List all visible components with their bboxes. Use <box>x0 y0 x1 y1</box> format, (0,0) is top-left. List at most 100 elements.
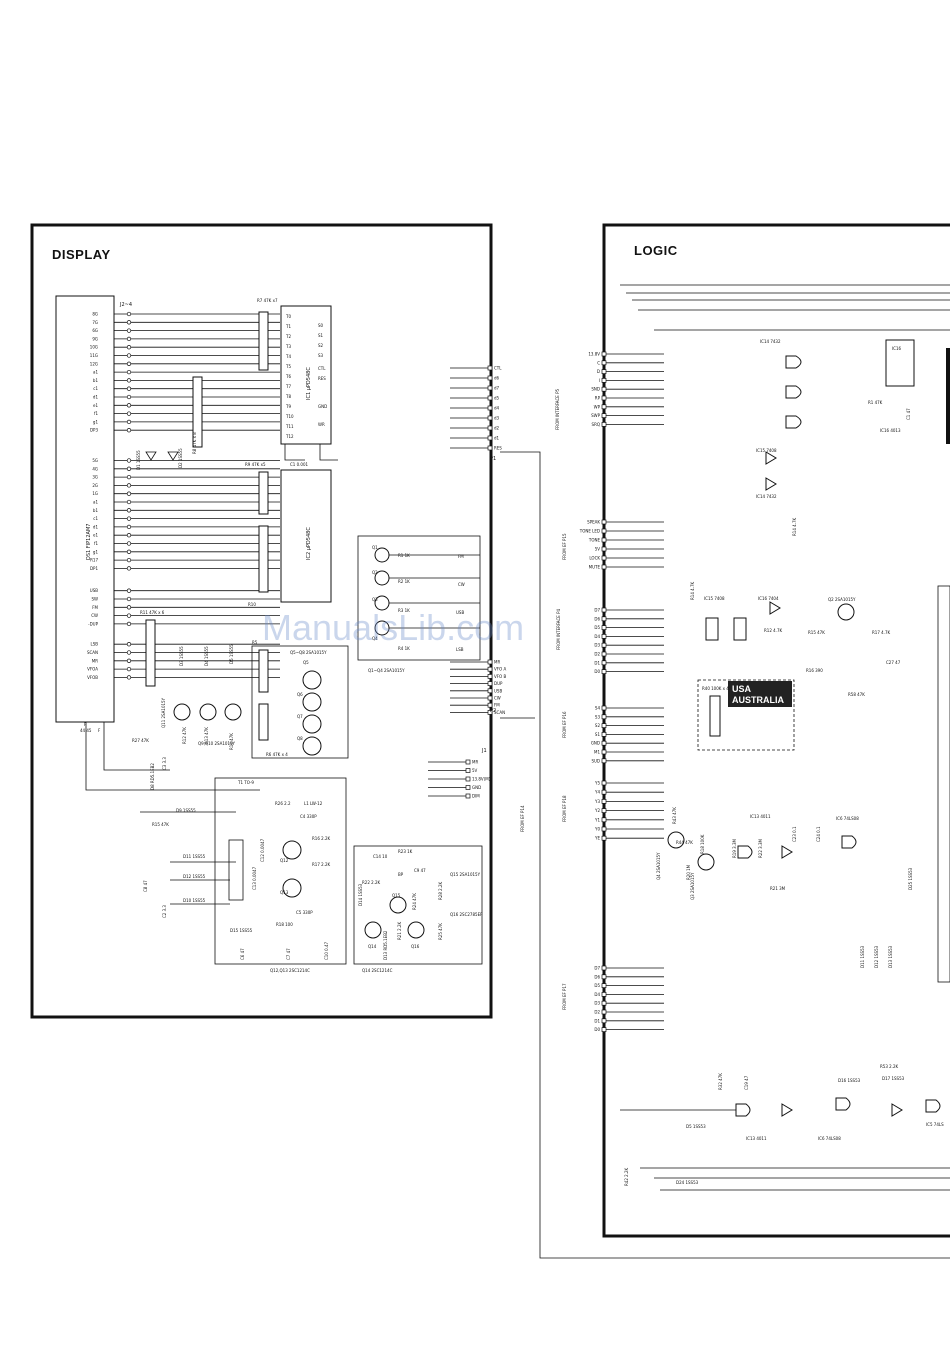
vfd-pin-label: DP1 <box>90 566 98 571</box>
svg-text:D25 1SS53: D25 1SS53 <box>908 867 913 890</box>
svg-text:BP: BP <box>398 872 404 877</box>
svg-text:S3: S3 <box>318 353 324 358</box>
connector-pin <box>601 564 607 570</box>
svg-text:D15 1SS55: D15 1SS55 <box>230 928 253 933</box>
vfd-pin-label: 3G <box>92 475 98 480</box>
connector-pin <box>601 723 607 728</box>
connector-pin-label: d1 <box>494 436 500 441</box>
connector-pin-label: TONE <box>588 538 601 543</box>
connector-pin <box>601 404 607 410</box>
q9-q11-drivers: Q11 2SA1015Y Q9,Q10 2SA1015Y R13 47K R14… <box>132 697 242 750</box>
resistor-array-r5: R5 <box>252 640 269 693</box>
vfd-pin-terminal <box>126 541 132 546</box>
connector-pin-label: DIM <box>472 794 480 799</box>
svg-text:C24 0.1: C24 0.1 <box>816 826 821 842</box>
dimmer-diodes: D9 1SS55 D11 1SS55 D12 1SS55 D10 1SS55 R… <box>140 757 236 918</box>
vfd-pin-label: USB <box>90 588 98 593</box>
svg-text:C14 10: C14 10 <box>373 854 388 859</box>
svg-text:S2: S2 <box>318 343 324 348</box>
connector-pin <box>601 758 607 764</box>
svg-text:Q14: Q14 <box>368 944 377 949</box>
svg-text:Q7: Q7 <box>297 714 303 719</box>
connector-pin <box>601 799 607 804</box>
connector-pin-label: FM <box>494 703 500 708</box>
svg-text:R21 2.2K: R21 2.2K <box>397 921 402 940</box>
vfd-pin-label: FM <box>92 605 98 610</box>
svg-text:Q2 2SA1015Y: Q2 2SA1015Y <box>828 597 856 602</box>
svg-text:FM: FM <box>458 554 464 559</box>
vfd-pin-terminal <box>126 658 132 663</box>
connector-pin <box>601 974 607 980</box>
connector-pin-label: S3 <box>595 714 601 719</box>
p1-label: P1 <box>490 456 496 462</box>
connector-pin <box>487 435 493 441</box>
vfd-pin-terminal <box>126 650 132 655</box>
svg-text:R21 3M: R21 3M <box>770 886 786 891</box>
connector-pin-label: M1 <box>594 750 600 755</box>
connector-pin-label: MR <box>472 760 478 765</box>
ic16-4013: IC16 IC16 4013 R1 47K C1 47 <box>868 339 950 444</box>
ic2-upd548c: IC2 μPD548C <box>280 469 332 603</box>
region-stamp: USA AUSTRALIA R40 100K x 4 <box>697 679 795 751</box>
connector-pin <box>601 642 607 648</box>
svg-text:S1: S1 <box>318 333 324 338</box>
connector-pin <box>601 625 607 630</box>
svg-text:C2 3.3: C2 3.3 <box>162 905 167 918</box>
connector-pin-label: D3 <box>594 1001 600 1006</box>
connector-pin <box>601 789 607 795</box>
svg-text:D3 1SS55: D3 1SS55 <box>179 646 184 666</box>
connector-pin <box>465 768 471 773</box>
vfd-pin-terminal <box>126 311 132 317</box>
connector-pin <box>487 425 493 431</box>
vfd-pin-label: SW <box>92 597 99 602</box>
ic14-or-gates: IC14 7432 IC15 7408 IC14 7432 <box>756 339 802 499</box>
svg-text:R3 1K: R3 1K <box>398 608 410 613</box>
connector-pin <box>487 688 493 694</box>
vfd-pin-label: 7G <box>92 320 98 325</box>
svg-text:R2 1K: R2 1K <box>398 579 410 584</box>
connector-pin-label: D4 <box>594 992 600 997</box>
svg-text:T1: T1 <box>285 324 291 329</box>
svg-text:Q6: Q6 <box>297 692 303 697</box>
vfd-pin-label: -DUP <box>88 621 98 626</box>
svg-text:R17 2.2K: R17 2.2K <box>312 862 331 867</box>
svg-text:FROM EF P15: FROM EF P15 <box>562 533 567 560</box>
svg-text:R17 4.7K: R17 4.7K <box>872 630 891 635</box>
vfd-pin-terminal <box>126 666 132 672</box>
connector-pin-label: VFO B <box>494 674 506 679</box>
svg-text:C13 0.0047: C13 0.0047 <box>252 866 257 890</box>
connector-pin-label: S4 <box>595 706 601 711</box>
svg-text:C8 47: C8 47 <box>143 880 148 892</box>
svg-text:R13 47K: R13 47K <box>204 727 209 744</box>
svg-text:R14 47K: R14 47K <box>229 733 234 750</box>
svg-text:C10 0.47: C10 0.47 <box>324 941 329 960</box>
svg-text:R53 2.2K: R53 2.2K <box>880 1064 899 1069</box>
connector-pin <box>601 780 607 786</box>
connector-pin-label: D6 <box>594 616 600 621</box>
vfd-pin-list: 8G7G6G9G10G11G12Ga1b1c1d1e1f1g1DP35G4G3G… <box>87 312 280 680</box>
vfd-pin-label: VFOA <box>87 667 98 672</box>
connector-pin <box>601 413 607 418</box>
svg-text:D8 RD5.1EB2: D8 RD5.1EB2 <box>150 763 155 790</box>
logic-title: LOGIC <box>634 243 678 258</box>
svg-text:C27 47: C27 47 <box>886 660 901 665</box>
svg-text:IC14 7432: IC14 7432 <box>756 494 777 499</box>
connector-pin-label: Y0 <box>594 827 600 832</box>
connector-pin-label: Y4 <box>594 790 600 795</box>
svg-text:IC16 4013: IC16 4013 <box>880 428 901 433</box>
vfd-pin-terminal <box>126 378 132 383</box>
connector-pin-label: d3 <box>494 416 500 421</box>
svg-text:Q4: Q4 <box>372 636 378 641</box>
svg-text:R25 47K: R25 47K <box>438 923 443 940</box>
svg-text:D12 1SS53: D12 1SS53 <box>874 945 879 968</box>
connector-pin-label: GND <box>472 785 481 790</box>
svg-text:C12 0.0047: C12 0.0047 <box>260 838 265 862</box>
connector-pin <box>487 666 493 672</box>
vfd-pin-label: 11G <box>90 353 98 358</box>
vfd-pin-terminal <box>126 361 132 366</box>
svg-text:Q1~Q4 2SA1015Y: Q1~Q4 2SA1015Y <box>368 668 405 673</box>
